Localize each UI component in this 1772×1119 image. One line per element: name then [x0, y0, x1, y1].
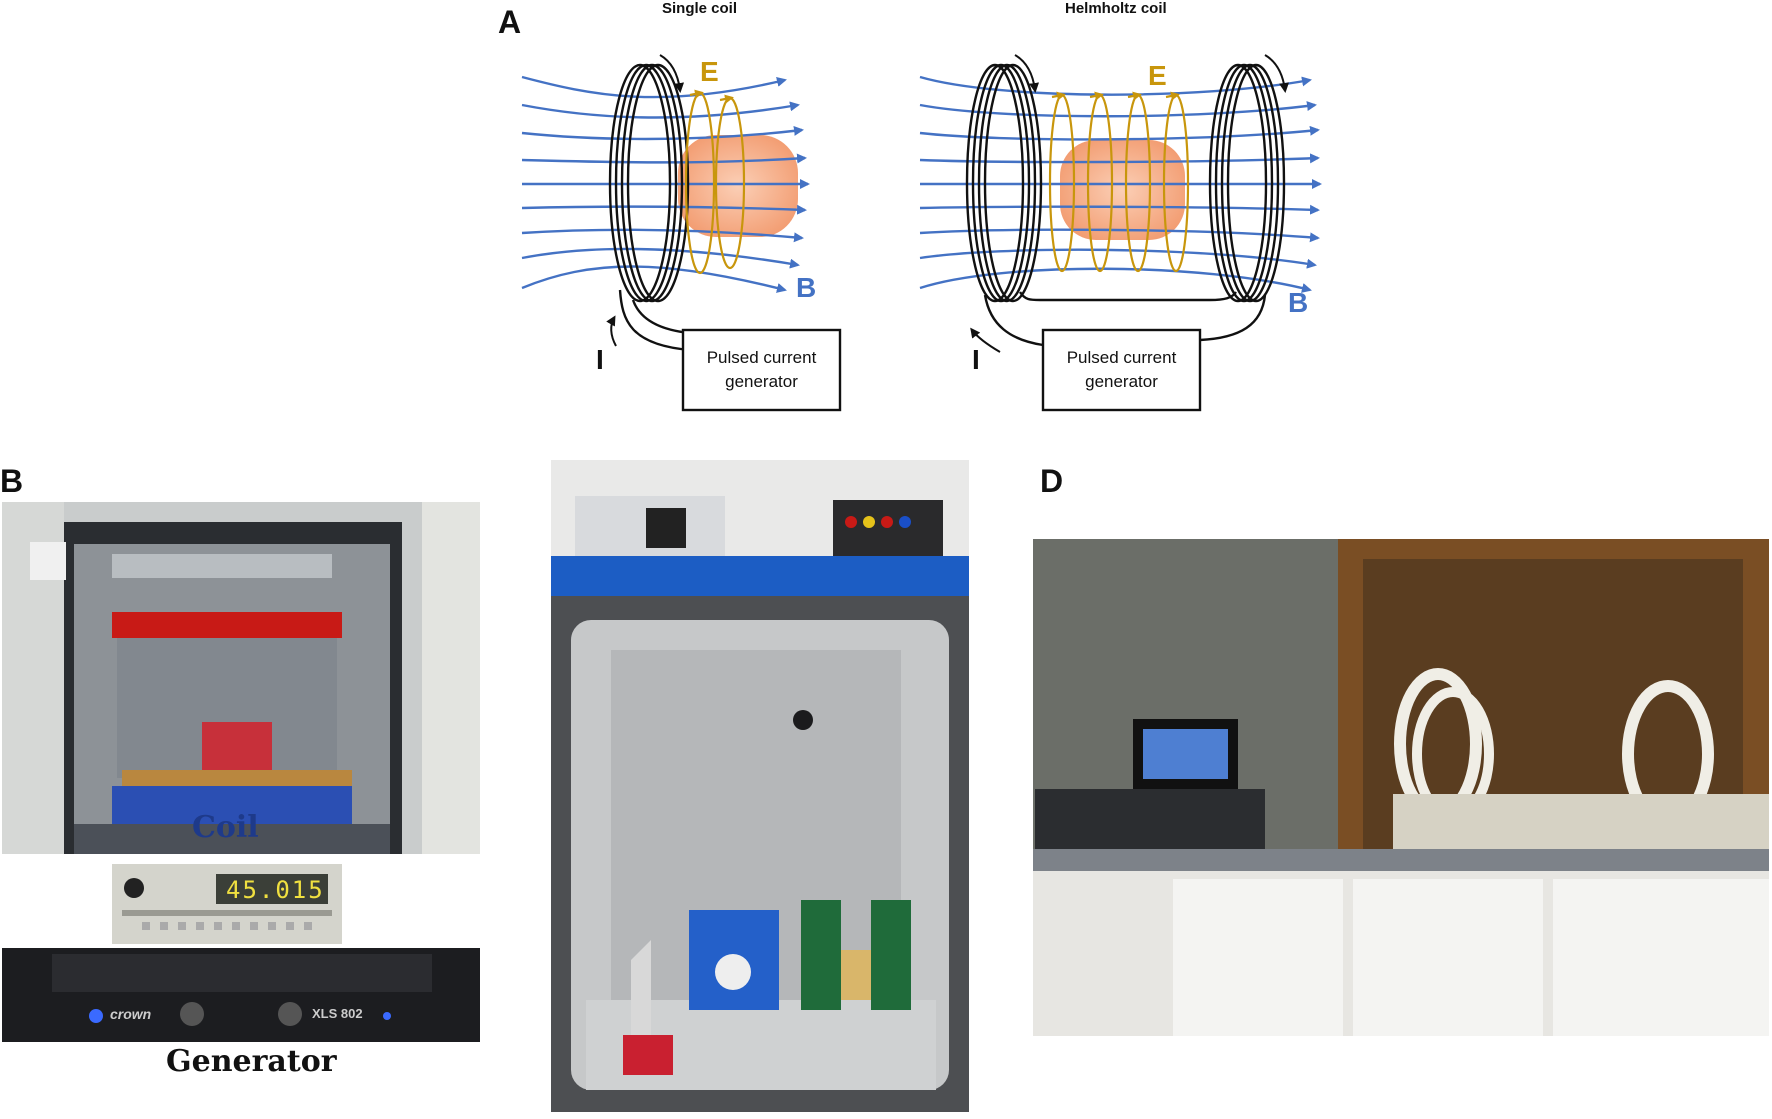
single-coil-rings — [608, 63, 690, 303]
single-generator-line2: generator — [725, 372, 798, 391]
amplifier-illustration — [2, 948, 480, 1042]
incubator-coil-illustration — [2, 502, 480, 854]
coil-label: Coil — [192, 810, 259, 845]
helmholtz-generator-line1: Pulsed current — [1066, 348, 1177, 367]
helmholtz-b-label: B — [1288, 287, 1309, 318]
incubator-pump-illustration — [551, 460, 969, 1112]
single-generator-box — [681, 328, 842, 412]
helmholtz-right-rings — [1208, 63, 1286, 303]
function-generator-photo: 45.015 — [112, 864, 342, 944]
incubator-coil-photo: Coil — [2, 502, 480, 854]
incubator-pump-photo — [551, 460, 969, 1112]
helmholtz-setup-photo — [1033, 539, 1769, 1036]
helmholtz-i-label: I — [972, 344, 980, 375]
generator-display-value: 45.015 — [226, 876, 325, 904]
panel-a-letter: A — [498, 4, 522, 40]
diagram-a-svg — [521, 54, 1322, 412]
helmholtz-left-rings — [965, 63, 1043, 303]
single-b-label: B — [796, 272, 817, 303]
single-coil-title: Single coil — [662, 0, 738, 17]
helmholtz-coil-diagram — [919, 54, 1322, 412]
amplifier-photo: crown XLS 802 — [2, 948, 480, 1042]
generator-caption: Generator — [166, 1044, 337, 1079]
e-field-loops — [684, 89, 746, 275]
single-coil-diagram — [521, 54, 842, 412]
single-generator-text: Pulsed current generator — [683, 346, 840, 394]
sample-blob — [678, 135, 798, 237]
amplifier-brand: crown — [110, 1006, 152, 1022]
helmholtz-e-field-loops — [1048, 91, 1190, 273]
single-generator-line1: Pulsed current — [706, 348, 817, 367]
function-generator-illustration — [112, 864, 342, 944]
amplifier-model: XLS 802 — [312, 1006, 363, 1021]
helmholtz-sample-blob — [1060, 140, 1185, 240]
single-e-label: E — [700, 56, 719, 87]
panel-b-letter: B — [0, 463, 24, 499]
b-field-lines — [521, 75, 810, 293]
helmholtz-setup-illustration — [1033, 539, 1769, 1036]
helmholtz-e-label: E — [1148, 60, 1167, 91]
helmholtz-b-field-lines — [919, 75, 1322, 293]
helmholtz-generator-line2: generator — [1085, 372, 1158, 391]
helmholtz-generator-box — [1041, 328, 1202, 412]
panel-d-letter: D — [1040, 463, 1064, 499]
helmholtz-coil-title: Helmholtz coil — [1065, 0, 1167, 17]
single-i-label: I — [596, 344, 604, 375]
helmholtz-generator-text: Pulsed current generator — [1043, 346, 1200, 394]
